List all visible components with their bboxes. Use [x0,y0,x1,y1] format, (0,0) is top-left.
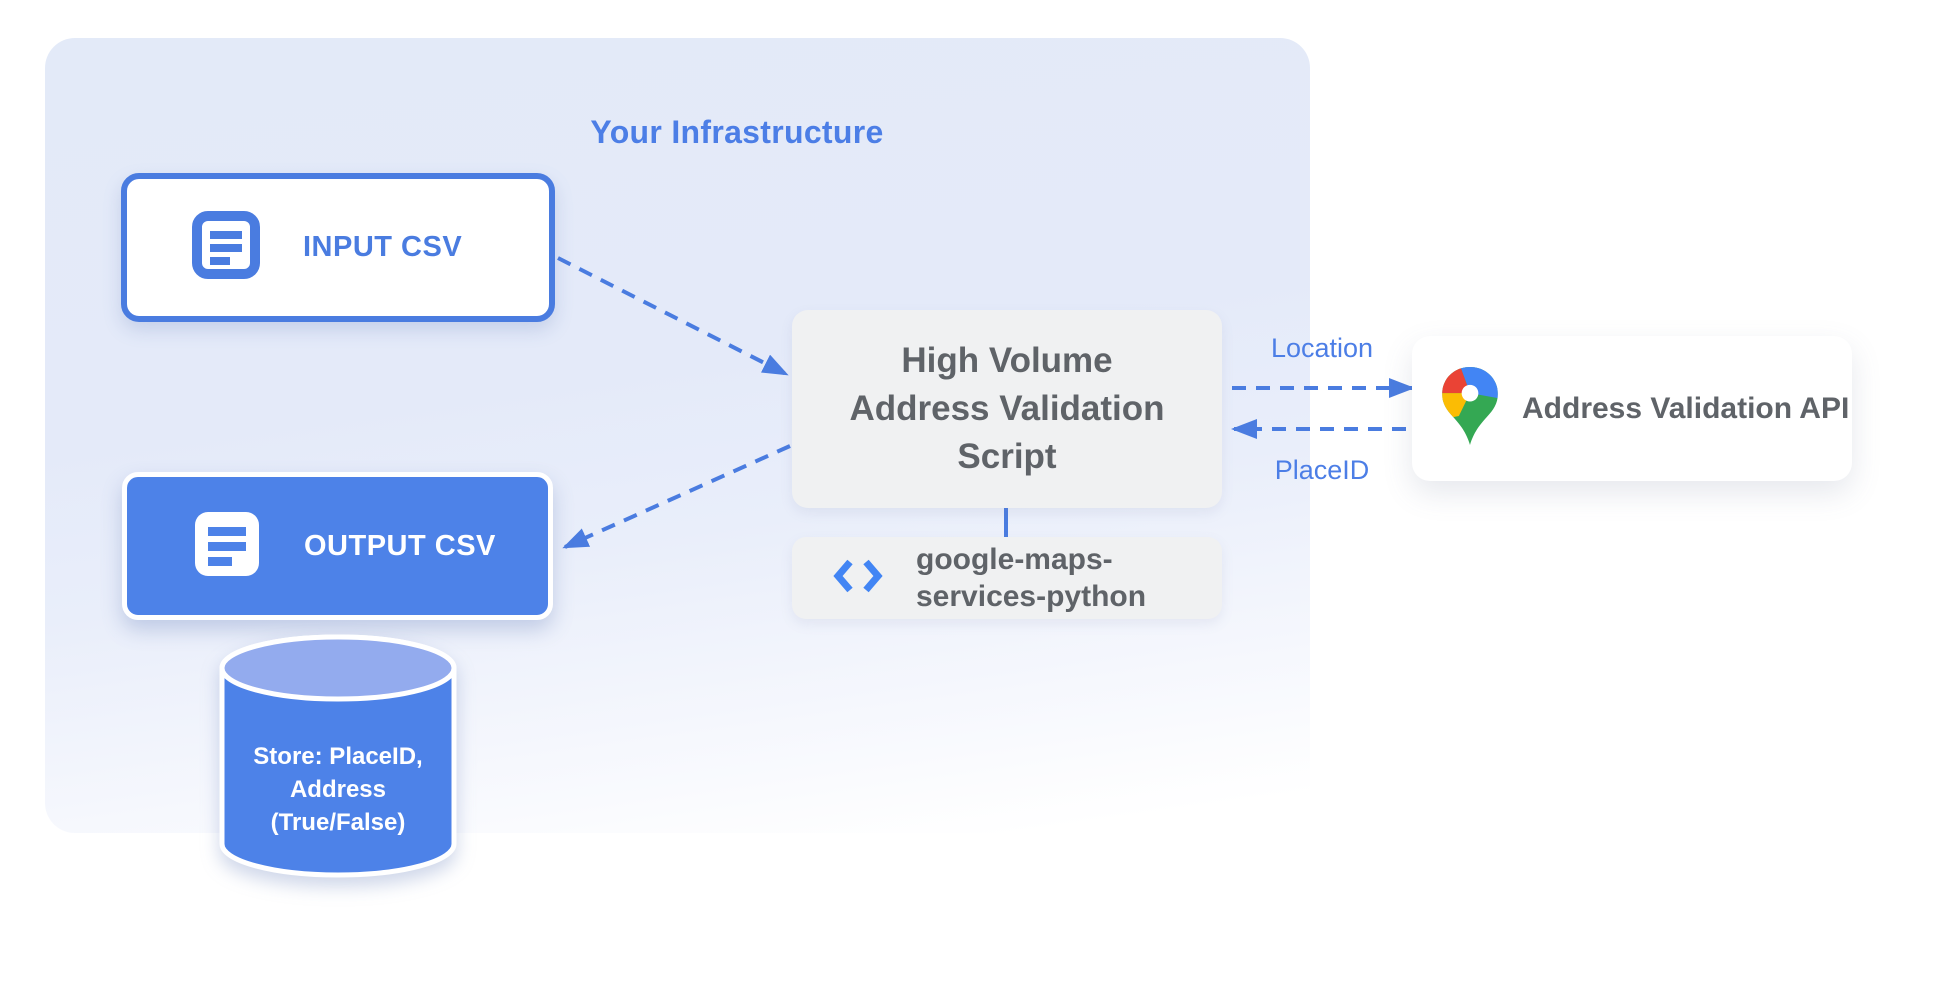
placeid-arrow-label: PlaceID [1274,455,1370,485]
api-node: Address Validation API [1412,336,1852,481]
document-icon [191,210,261,285]
cylinder-shape [219,634,457,878]
output-csv-node: OUTPUT CSV [122,472,553,620]
api-label: Address Validation API [1522,391,1850,425]
library-node: google-maps- services-python [792,537,1222,619]
document-icon [192,509,262,584]
location-arrow-label: Location [1270,333,1374,363]
script-label: High Volume Address Validation Script [849,341,1165,476]
datastore-label: Store: PlaceID, Address (True/False) [253,743,423,836]
output-csv-label: OUTPUT CSV [304,529,496,562]
infrastructure-title: Your Infrastructure [590,114,884,150]
library-label: google-maps- services-python [916,543,1147,613]
google-maps-pin-icon [1442,367,1498,450]
input-csv-label: INPUT CSV [303,231,463,263]
script-node: High Volume Address Validation Script [792,310,1222,508]
input-csv-node: INPUT CSV [121,173,555,322]
datastore-cylinder: Store: PlaceID, Address (True/False) [214,632,462,884]
code-icon [832,556,884,601]
